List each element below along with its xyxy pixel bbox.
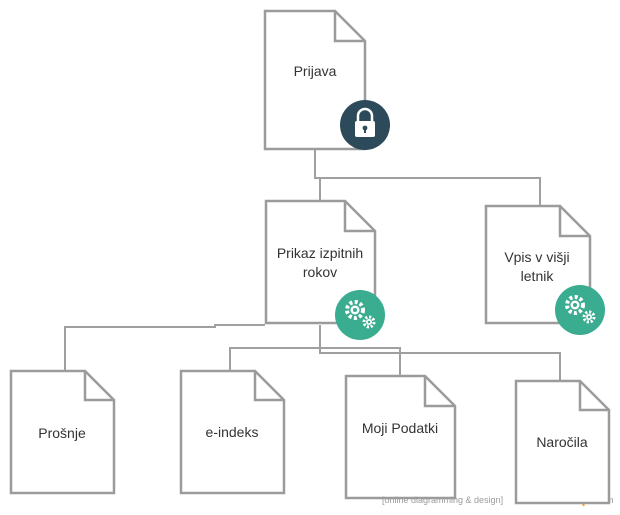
connector-prikaz-narocila: [319, 348, 561, 380]
node-label-line2: letnik: [521, 268, 555, 284]
node-label-line1: Vpis v višji: [504, 249, 569, 265]
connectors: [64, 150, 561, 380]
node-label-line2: rokov: [303, 264, 337, 280]
page-fold: [578, 381, 609, 412]
page-fold: [558, 206, 590, 238]
page-fold: [333, 11, 365, 43]
page-fold: [423, 376, 455, 408]
page-fold: [253, 371, 284, 402]
node-narocila[interactable]: Naročila: [514, 379, 611, 505]
watermark-text: [online diagramming & design]: [382, 495, 503, 505]
node-e-indeks[interactable]: e-indeks: [179, 369, 286, 495]
page-outline: [514, 379, 611, 505]
connector-prikaz-eindeks: [229, 325, 321, 370]
page-outline: [9, 369, 116, 495]
node-label: e-indeks: [206, 424, 259, 440]
node-prijava[interactable]: Prijava: [263, 9, 390, 151]
connector-prijava-vpis: [320, 177, 541, 205]
node-label: Naročila: [536, 434, 588, 450]
lock-icon: [340, 100, 390, 150]
page-outline: [344, 374, 457, 500]
node-prosnje[interactable]: Prošnje: [9, 369, 116, 495]
gears-icon: [335, 290, 385, 340]
node-prikaz-izpitnih-rokov[interactable]: Prikaz izpitnih rokov: [264, 199, 385, 340]
connector-prikaz-prosnje: [64, 324, 265, 370]
node-label: Prošnje: [38, 425, 86, 441]
node-label: Moji Podatki: [362, 420, 438, 436]
gears-icon: [555, 285, 605, 335]
page-fold: [343, 201, 375, 233]
node-vpis-v-visji-letnik[interactable]: Vpis v višji letnik: [484, 204, 605, 335]
page-outline: [179, 369, 286, 495]
page-outline: [263, 9, 367, 151]
page-fold: [83, 371, 114, 402]
node-moji-podatki[interactable]: Moji Podatki: [344, 374, 457, 500]
node-label-line1: Prikaz izpitnih: [277, 245, 363, 261]
connector-prikaz-mojipodatki: [320, 347, 401, 375]
connector-prijava-prikaz: [314, 150, 321, 200]
node-label: Prijava: [294, 63, 337, 79]
